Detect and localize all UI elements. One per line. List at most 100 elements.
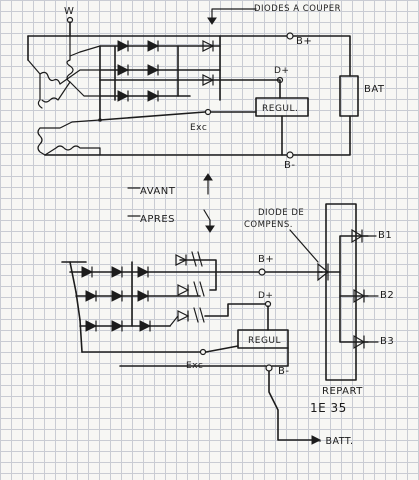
diode-lead — [169, 315, 179, 327]
top-bminus-to-bat — [289, 115, 351, 156]
top-exc-feed — [99, 111, 206, 121]
bottom-regulator-box — [237, 329, 289, 349]
compens-label-line1: DIODE DE — [258, 208, 304, 218]
batt-label: - BATT. — [318, 436, 354, 447]
coil-lead — [69, 51, 81, 57]
b3-label: B3 — [380, 336, 394, 347]
top-dplus-label: D+ — [274, 66, 289, 76]
diode-icon — [353, 288, 366, 304]
diode-cut-mark — [187, 281, 205, 297]
diode-icon — [117, 40, 130, 52]
compens-label-line2: COMPENS. — [244, 220, 293, 230]
diode-bar — [363, 289, 379, 303]
before-after-labels: AVANT APRES — [127, 173, 215, 233]
diode-icon — [137, 266, 150, 278]
coil-icon — [41, 81, 71, 103]
bottom-batt-wire — [268, 370, 319, 441]
repart-feed-b3 — [339, 295, 369, 343]
diode-bar — [363, 335, 379, 349]
diode-cut-mark — [187, 307, 205, 323]
apres-arrowhead — [205, 225, 215, 233]
coil-lead — [69, 81, 101, 97]
junction-dot — [98, 118, 102, 122]
b1-label: B1 — [378, 230, 392, 241]
diode-icon — [85, 290, 98, 302]
diode-icon — [137, 290, 150, 302]
b2-label: B2 — [380, 290, 394, 301]
coil-lead — [37, 73, 43, 109]
bottom-regul-ground — [271, 347, 289, 367]
apres-label: APRES — [140, 214, 175, 225]
bottom-regul-label: REGUL — [248, 336, 281, 346]
diode-icon — [117, 64, 130, 76]
top-diodes — [117, 40, 215, 102]
diode-icon — [117, 90, 130, 102]
coil-lead — [39, 119, 101, 129]
diode-icon — [353, 334, 366, 350]
repartiteur-box — [325, 203, 357, 381]
diode-icon — [111, 320, 124, 332]
bottom-dplus-label: D+ — [258, 291, 273, 301]
coil-icon — [37, 127, 46, 156]
batt-arrowhead — [311, 435, 322, 445]
compens-diode-icon — [317, 262, 329, 282]
top-bminus-terminal — [286, 151, 294, 159]
bottom-bplus-label: B+ — [258, 254, 274, 265]
diodes-pointer-arrow — [211, 8, 257, 23]
diode-icon — [111, 266, 124, 278]
bottom-left-lead — [69, 261, 77, 293]
coil-lead — [79, 45, 101, 53]
bottom-bplus-terminal — [258, 268, 266, 276]
bottom-row1-split — [179, 259, 217, 273]
bottom-left-lead — [79, 319, 83, 353]
diode-icon — [85, 320, 98, 332]
repart-code-label: 1E 35 — [310, 401, 347, 415]
diode-bar — [361, 229, 377, 243]
diode-icon — [175, 254, 188, 266]
coil-lead — [59, 69, 101, 85]
bottom-diagram: DIODE DE COMPENS. — [61, 203, 394, 447]
top-battery — [339, 75, 359, 117]
coil-icon — [27, 59, 61, 85]
top-bat-label: BAT — [364, 84, 385, 95]
bottom-diodes — [81, 251, 205, 332]
bottom-bminus-label: B- — [278, 366, 289, 377]
avant-arrowhead — [203, 173, 213, 181]
top-regul-label: REGUL. — [262, 104, 298, 114]
diode-icon — [81, 266, 94, 278]
top-bplus-to-bat — [289, 35, 351, 77]
top-bplus-label: B+ — [296, 36, 312, 47]
bottom-exc-terminal — [199, 348, 207, 356]
diode-icon — [177, 284, 190, 296]
top-bplus-terminal — [286, 32, 294, 40]
top-exc-label: Exc — [190, 123, 207, 133]
top-bminus-label: B- — [284, 160, 295, 171]
top-dplus-wire — [219, 79, 281, 99]
diode-icon — [177, 310, 190, 322]
diode-icon — [139, 320, 152, 332]
coil-icon — [55, 145, 101, 151]
stator-windings — [27, 35, 101, 109]
diodes-to-cut-label: DIODES A COUPER — [254, 4, 341, 14]
bottom-exc-wire — [205, 345, 239, 353]
diode-icon — [202, 40, 215, 52]
w-terminal-label: W — [64, 6, 74, 17]
diode-cut-mark — [185, 251, 203, 267]
diodes-pointer-arrowhead — [207, 17, 217, 25]
compens-pointer — [289, 229, 319, 263]
diode-icon — [147, 40, 160, 52]
repart-label: REPART — [322, 386, 363, 397]
bottom-row2-split — [209, 271, 217, 291]
excitation-windings — [37, 119, 101, 156]
diode-icon — [351, 228, 364, 244]
bottom-row3-split — [204, 303, 269, 317]
coil-lead — [44, 147, 57, 156]
avant-label: AVANT — [140, 186, 176, 197]
coil-icon — [66, 35, 74, 83]
bottom-bminus-terminal — [265, 364, 273, 372]
diode-icon — [111, 290, 124, 302]
top-diagram: W DIODES A COUPER B+ B- BAT — [27, 4, 385, 171]
diode-icon — [202, 74, 215, 86]
diode-icon — [147, 64, 160, 76]
